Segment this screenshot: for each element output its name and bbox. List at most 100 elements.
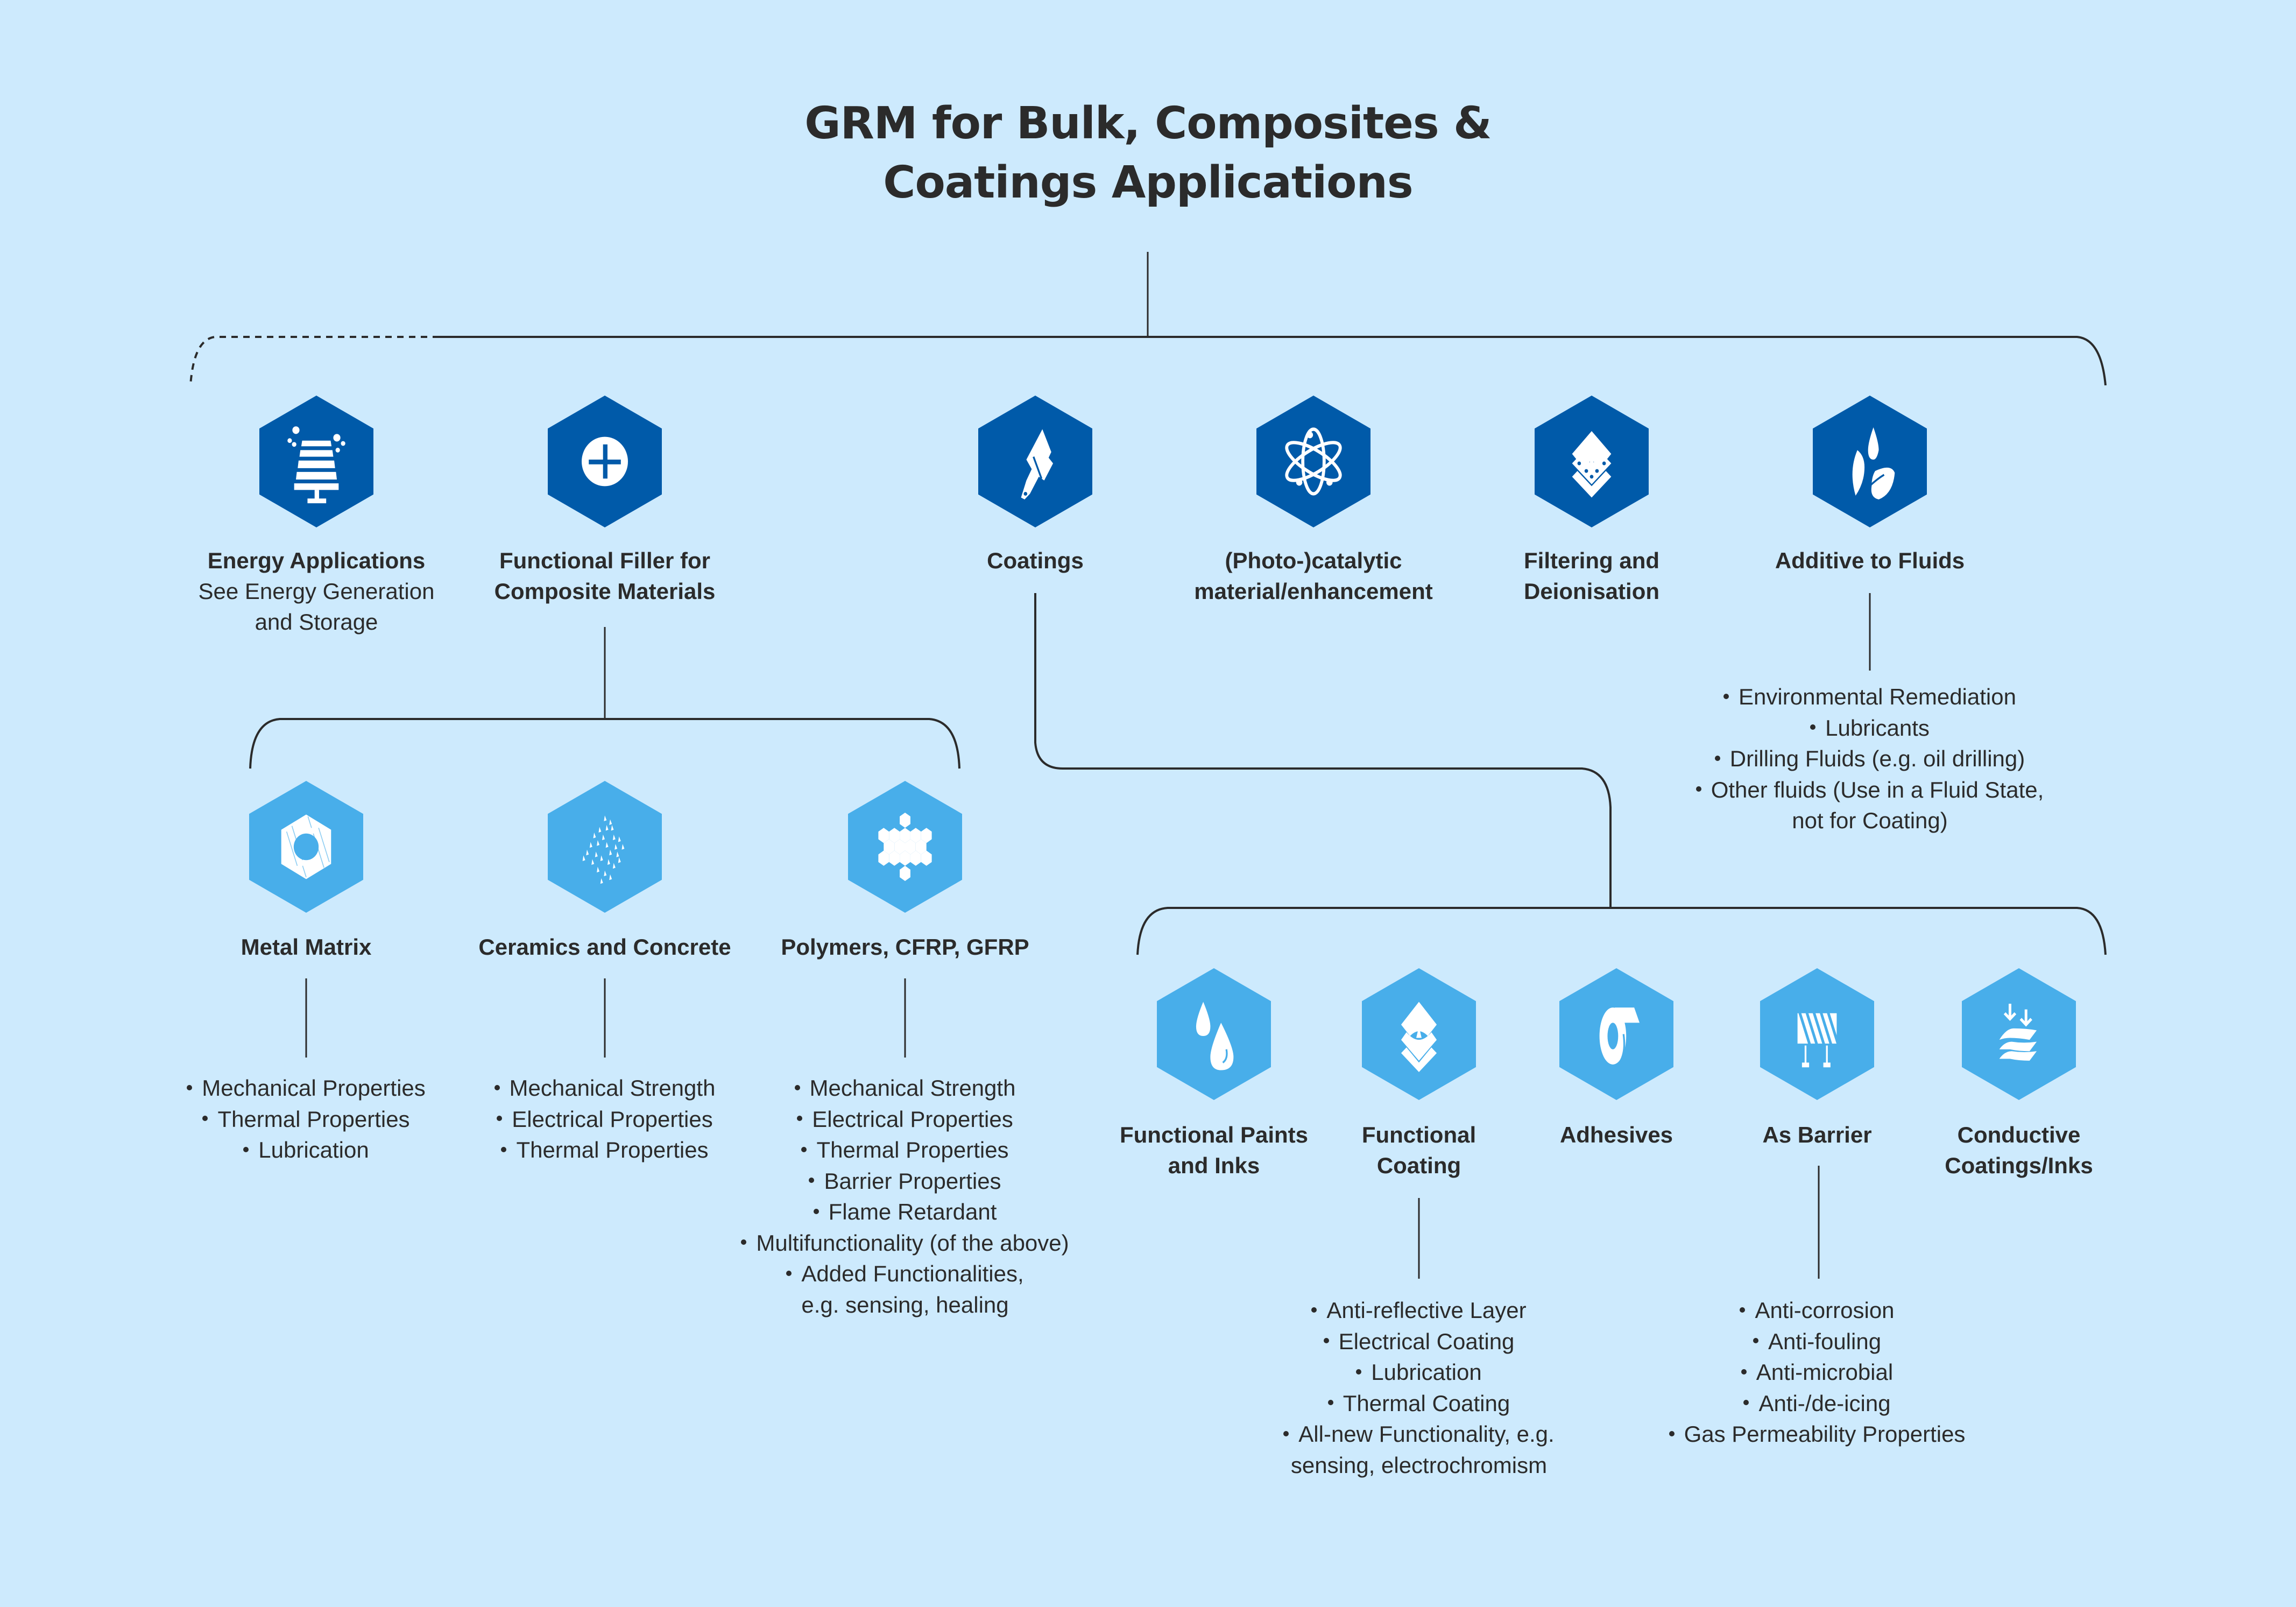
bullet-item: Mechanical Strength — [690, 1073, 1120, 1104]
bullet-dot-icon — [1311, 1307, 1317, 1313]
composite-metal-label: Metal Matrix — [139, 932, 473, 962]
label-line: Polymers, CFRP, GFRP — [781, 934, 1029, 960]
label-line: Additive to Fluids — [1775, 548, 1965, 573]
bullet-text: Multifunctionality (of the above) — [756, 1230, 1069, 1256]
label-line: Conductive — [1957, 1122, 2081, 1147]
bullet-text: Added Functionalities, — [801, 1261, 1024, 1286]
label-line: Metal Matrix — [241, 934, 372, 960]
label-line: Ceramics and Concrete — [478, 934, 731, 960]
node-energy-hexagon — [259, 395, 373, 527]
bullet-item: Added Functionalities, — [690, 1258, 1120, 1289]
bullet-text: Electrical Properties — [812, 1106, 1013, 1132]
bullet-item: Electrical Properties — [390, 1104, 820, 1135]
node-filtering-hexagon — [1535, 395, 1649, 527]
bullet-dot-icon — [1669, 1430, 1675, 1436]
bullet-text: Drilling Fluids (e.g. oil drilling) — [1729, 746, 2025, 771]
bullet-dot-icon — [801, 1146, 807, 1152]
bullet-item: Anti-/de-icing — [1602, 1388, 2032, 1419]
composite-ceramics-hexagon — [548, 780, 662, 913]
label-line: Deionisation — [1523, 579, 1660, 604]
bullet-dot-icon — [187, 1084, 193, 1090]
coating-paints-label: Functional Paints and Inks — [1047, 1119, 1381, 1181]
bullet-text: Anti-fouling — [1768, 1328, 1882, 1354]
bullet-dot-icon — [1740, 1307, 1746, 1313]
label-line: and Inks — [1168, 1153, 1260, 1178]
bullet-dot-icon — [809, 1178, 815, 1183]
plus-circle-icon — [582, 436, 628, 486]
bullet-text: Gas Permeability Properties — [1684, 1421, 1966, 1447]
bullet-item: All-new Functionality, e.g. — [1204, 1419, 1634, 1450]
bullet-dot-icon — [202, 1116, 208, 1122]
label-line: material/enhancement — [1194, 579, 1433, 604]
bullet-dot-icon — [497, 1116, 503, 1122]
bullet-item: Drilling Fluids (e.g. oil drilling) — [1655, 743, 2085, 774]
top-bracket-line — [439, 336, 2107, 386]
bullet-text: All-new Functionality, e.g. — [1298, 1421, 1555, 1447]
bullet-text: Environmental Remediation — [1739, 684, 2016, 709]
bullet-text: Lubrication — [258, 1137, 369, 1162]
bullet-dot-icon — [1283, 1430, 1289, 1436]
bullet-item: Anti-microbial — [1602, 1357, 2032, 1388]
bullet-text: Thermal Properties — [217, 1106, 410, 1132]
bullet-dot-icon — [501, 1146, 507, 1152]
bullet-text: Thermal Properties — [516, 1137, 709, 1162]
node-coatings-label: Coatings — [868, 545, 1202, 576]
label-line: Functional Filler for — [499, 548, 710, 573]
coating-barrier-label: As Barrier — [1650, 1119, 1984, 1150]
bullet-item: Other fluids (Use in a Fluid State, — [1655, 774, 2085, 806]
node-filler-hexagon — [548, 395, 662, 527]
bullet-text: Mechanical Properties — [202, 1075, 426, 1101]
bullet-dot-icon — [1356, 1369, 1362, 1375]
top-bracket-dashed — [189, 336, 439, 386]
bullet-dot-icon — [1741, 1369, 1747, 1375]
filter-layers-icon — [1572, 431, 1612, 498]
bullet-text: Anti-corrosion — [1755, 1298, 1895, 1323]
bullet-item: Anti-corrosion — [1602, 1295, 2032, 1326]
node-catalytic-hexagon — [1256, 395, 1370, 527]
bullet-item: Mechanical Strength — [390, 1073, 820, 1104]
coating-adhesives-label: Adhesives — [1450, 1119, 1783, 1150]
node-fluids-label: Additive to Fluids — [1703, 545, 2037, 576]
bullet-item: Electrical Coating — [1204, 1326, 1634, 1357]
bullet-dot-icon — [1743, 1400, 1749, 1406]
bullet-dot-icon — [1714, 755, 1720, 761]
bullet-item: Multifunctionality (of the above) — [690, 1228, 1120, 1259]
bullet-text: Thermal Properties — [816, 1137, 1009, 1162]
label-line: Functional Paints — [1119, 1122, 1309, 1147]
paintbrush-icon — [1021, 429, 1054, 499]
label-line: Composite Materials — [494, 579, 716, 604]
bullet-item: Flame Retardant — [690, 1196, 1120, 1228]
bullet-item: Environmental Remediation — [1655, 681, 2085, 713]
bullet-item: Thermal Properties — [690, 1134, 1120, 1166]
bullet-dot-icon — [813, 1208, 819, 1214]
bullet-dot-icon — [243, 1146, 249, 1152]
solar-panel-icon — [287, 426, 345, 503]
label-line: Filtering and — [1524, 548, 1659, 573]
bullet-text: Electrical Coating — [1338, 1328, 1515, 1354]
composites-bracket-line — [249, 718, 960, 769]
coating-types-bracket-line — [1136, 907, 2107, 955]
bullet-item: Gas Permeability Properties — [1602, 1419, 2032, 1450]
label-subtext: See Energy Generation — [198, 579, 435, 604]
bullet-item: Lubricants — [1655, 713, 2085, 744]
title-line-2: Coatings Applications — [883, 157, 1413, 208]
hex-nut-icon — [281, 814, 331, 879]
bullet-dot-icon — [1810, 724, 1816, 730]
bullet-text: Barrier Properties — [824, 1168, 1001, 1194]
composite-polymers-hexagon — [848, 780, 962, 913]
bullet-item: Electrical Properties — [690, 1104, 1120, 1135]
bullet-dot-icon — [797, 1116, 803, 1122]
composite-polymers-label: Polymers, CFRP, GFRP — [738, 932, 1072, 962]
coating-barrier-hexagon — [1760, 968, 1874, 1100]
bullet-item: Thermal Properties — [91, 1104, 521, 1135]
coating-functional-hexagon — [1362, 968, 1476, 1100]
drops-icon — [1196, 1002, 1234, 1070]
node-coatings-hexagon — [978, 395, 1092, 527]
